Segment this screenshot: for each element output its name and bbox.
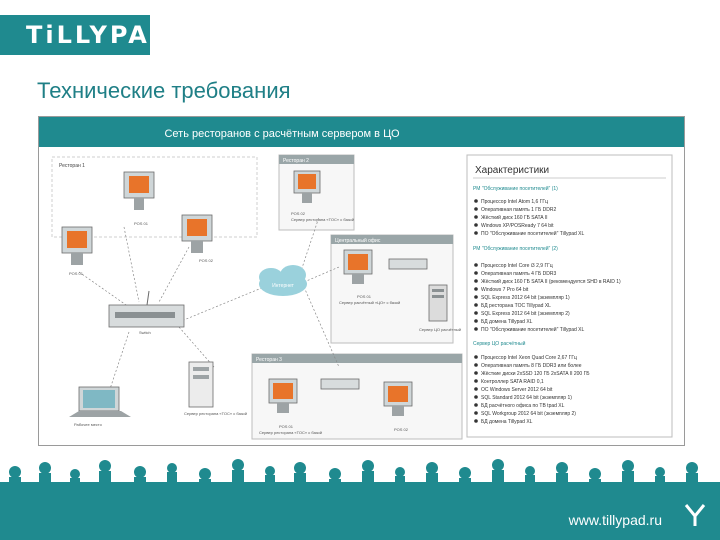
spec-group-2-heading: РМ "Обслуживание посетителей" (2) <box>473 245 558 252</box>
spec-item: Windows 7 Pro 64 bit <box>481 287 529 293</box>
zone-restaurant-1 <box>51 156 258 238</box>
spec-item: Windows XP/POSReady 7 64 bit <box>481 223 554 229</box>
pos-terminal-mid <box>181 214 213 253</box>
spec-item: Процессор Intel Atom 1,6 ГГц <box>481 199 548 205</box>
pos-terminal-office <box>343 249 373 284</box>
spec-item: ПО "Обслуживание посетителей" Tillypad X… <box>481 230 585 237</box>
desktop-server <box>188 361 214 408</box>
pos-left-label: POS 01 <box>69 271 84 276</box>
switch-label: Switch <box>139 330 151 335</box>
pos-terminal-bottom-b <box>383 381 413 416</box>
internet-cloud <box>259 265 307 296</box>
laptop <box>69 386 131 417</box>
zone-restaurant-3-header <box>252 354 462 363</box>
caption-bottom: Сервер ресторана «ТОС» с базой <box>259 430 322 435</box>
spec-item: Жёсткий диск 160 ГБ SATA II <box>481 214 547 221</box>
spec-item: SQL Express 2012 64 bit (экземпляр 1) <box>481 295 570 301</box>
pos-terminal-top-a <box>123 171 155 210</box>
caption-office-server: Сервер ЦО расчётный <box>419 327 461 332</box>
pos-terminal-top-b <box>293 170 321 203</box>
spec-item: Оперативная память 1 ГБ DDR2 <box>481 207 557 213</box>
zone-label-2: Ресторан 2 <box>283 158 309 164</box>
zone-label-3: Ресторан 3 <box>256 357 282 363</box>
connection-lines <box>78 216 340 393</box>
specs-panel <box>466 154 673 438</box>
website-url: www.tillypad.ru <box>568 512 662 528</box>
pos-bottom-b-label: POS 02 <box>394 427 409 432</box>
zone-label-office: Центральный офис <box>335 237 381 244</box>
spec-item: SQL Workgroup 2012 64 bit (экземпляр 2) <box>481 411 576 417</box>
pos-bottom-a-label: POS 01 <box>279 424 294 429</box>
zone-restaurant-2-header <box>279 155 354 164</box>
spec-item: Жёсткий диск 160 ГБ SATA II (рекомендует… <box>481 278 621 285</box>
network-switch <box>108 290 185 328</box>
tillypad-mark-icon <box>684 504 706 526</box>
spec-item: SQL Express 2012 64 bit (экземпляр 2) <box>481 311 570 317</box>
caption-office: Сервер расчётный «ЦО» с базой <box>339 300 400 305</box>
spec-item: Процессор Intel Xeon Quad Core 2,67 ГГц <box>481 355 577 361</box>
pos-top-b-label: POS 02 <box>291 211 306 216</box>
spec-item: Оперативная память 4 ГБ DDR3 <box>481 271 557 277</box>
diagram-header-bar <box>39 117 684 147</box>
caption-desktop: Сервер ресторана «ТОС» с базой <box>184 411 247 416</box>
spec-item: БД домена Tillypad XL <box>481 319 533 325</box>
diagram-header: Сеть ресторанов с расчётным сервером в Ц… <box>164 128 399 140</box>
pos-terminal-bottom-a <box>268 378 298 413</box>
spec-item: Контроллер SATA RAID 0,1 <box>481 379 544 385</box>
spec-item: БД расчётного офиса по TB tpad XL <box>481 403 565 409</box>
spec-item: ОС Windows Server 2012 64 bit <box>481 387 553 393</box>
pos-office-label: POS 01 <box>357 294 372 299</box>
pos-mid-label: POS 02 <box>199 258 214 263</box>
spec-item: БД домена Tillypad XL <box>481 419 533 425</box>
brand-logo: TiLLYPAD <box>0 15 170 55</box>
spec-item: SQL Standard 2012 64 bit (экземпляр 1) <box>481 395 572 401</box>
crowd-silhouette-banner <box>0 459 720 540</box>
network-diagram: Сеть ресторанов с расчётным сервером в Ц… <box>38 116 685 446</box>
logo-text: TiLLYPAD <box>26 21 173 49</box>
pos-terminal-left <box>61 226 93 265</box>
bottom-switch <box>320 378 360 390</box>
internet-label: Интернет <box>272 283 295 289</box>
caption-top-b: Сервер ресторана «ТОС» с базой <box>291 217 354 222</box>
spec-item: Оперативная память 8 ГБ DDR3 или более <box>481 363 582 369</box>
spec-item: Процессор Intel Core i3 2,9 ГГц <box>481 263 553 269</box>
spec-group-1-heading: РМ "Обслуживание посетителей" (1) <box>473 185 558 192</box>
specs-title: Характеристики <box>475 165 549 176</box>
spec-item: Жёсткие диски 2xSSD 120 ГБ 2xSATA II 200… <box>481 371 590 377</box>
spec-group-3-heading: Сервер ЦО расчётный <box>473 340 526 347</box>
office-switch <box>388 258 428 270</box>
diagram-canvas: Сеть ресторанов с расчётным сервером в Ц… <box>39 117 684 440</box>
pos-top-a-label: POS 01 <box>134 221 149 226</box>
office-server <box>428 284 448 322</box>
spec-item: ПО "Обслуживание посетителей" Tillypad X… <box>481 326 585 333</box>
spec-item: БД ресторана TOC Tillypad XL <box>481 303 551 309</box>
page-title: Технические требования <box>37 78 291 103</box>
zone-label-1: Ресторан 1 <box>59 163 85 169</box>
zone-office-header <box>331 235 453 244</box>
caption-laptop: Рабочее место <box>74 422 103 427</box>
